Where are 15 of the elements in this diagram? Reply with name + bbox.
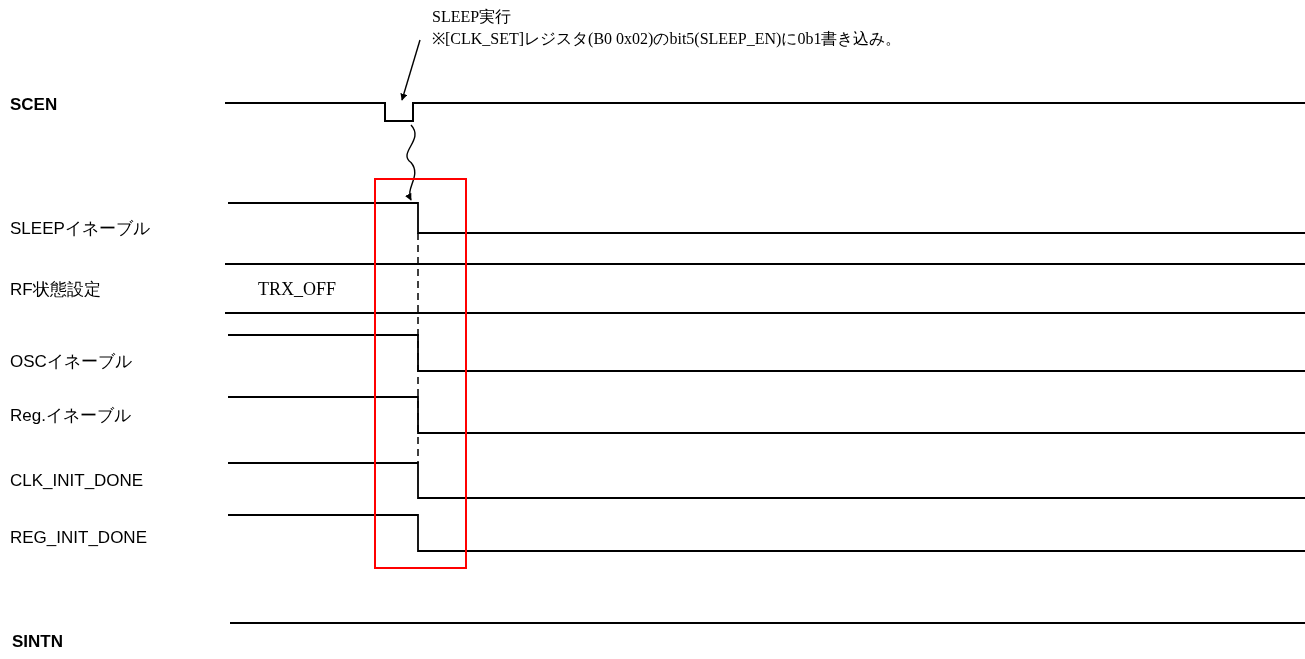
highlight-frame: [374, 178, 467, 569]
annotation-text: SLEEP実行: [432, 7, 512, 27]
bus-value: TRX_OFF: [258, 279, 337, 299]
signal-name: Reg.イネーブル: [10, 406, 131, 426]
signal-name: SCEN: [10, 95, 58, 115]
signal-name: SINTN: [12, 632, 63, 652]
signal-name: CLK_INIT_DONE: [10, 471, 144, 491]
signal-name: SLEEPイネーブル: [10, 219, 150, 239]
wavy-arrow: [405, 124, 416, 201]
signal-name: RF状態設定: [10, 280, 101, 300]
arrow: [400, 39, 421, 101]
signal-name: REG_INIT_DONE: [10, 528, 147, 548]
signal-name: OSCイネーブル: [10, 352, 132, 372]
pulse-waveform: [384, 102, 414, 122]
annotation-text: ※[CLK_SET]レジスタ(B0 0x02)のbit5(SLEEP_EN)に0b1書き込み。: [432, 29, 902, 50]
